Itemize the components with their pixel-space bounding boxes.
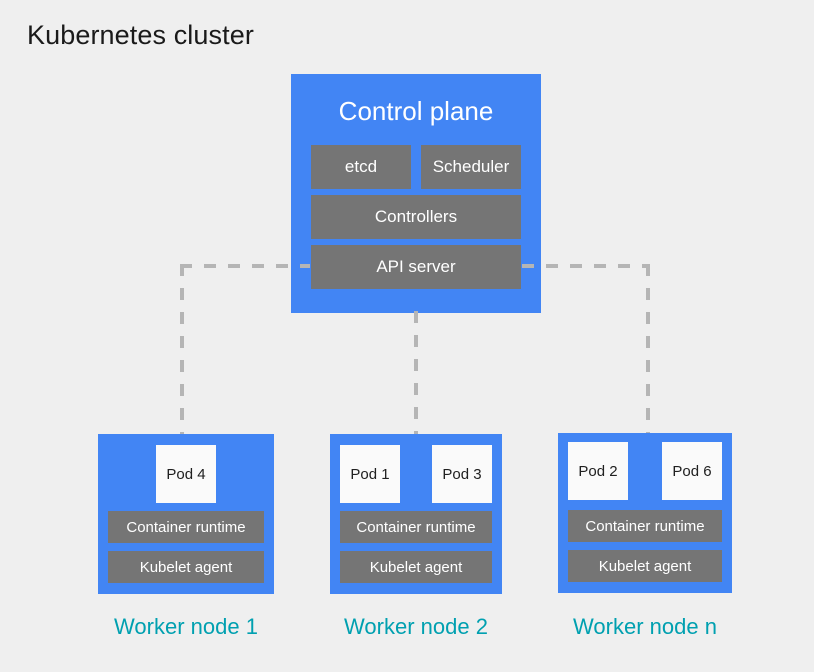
worker-node-1-label: Worker node 1 <box>114 614 258 639</box>
component-api-server: API server <box>311 245 521 289</box>
connector-api-server-to-worker-node-n-vertical <box>646 264 650 436</box>
connector-api-server-to-worker-node-1-horizontal <box>180 264 310 268</box>
worker-node-n-pods: Pod 2 Pod 6 <box>568 442 722 500</box>
pod-2: Pod 2 <box>568 442 628 500</box>
pod-6: Pod 6 <box>662 442 722 500</box>
worker-node-n-box: Pod 2 Pod 6 Container runtime Kubelet ag… <box>558 433 732 593</box>
connector-api-server-to-worker-node-n-horizontal <box>522 264 650 268</box>
worker-node-1-box: Pod 4 Container runtime Kubelet agent <box>98 434 274 594</box>
worker-node-n-kubelet-agent: Kubelet agent <box>568 550 722 582</box>
component-etcd: etcd <box>311 145 411 189</box>
control-plane-row-2: Controllers <box>311 195 521 239</box>
pod-3: Pod 3 <box>432 445 492 503</box>
connector-api-server-to-worker-node-2-vertical <box>414 311 418 436</box>
control-plane-row-3: API server <box>311 245 521 289</box>
component-controllers: Controllers <box>311 195 521 239</box>
worker-node-2-components: Container runtime Kubelet agent <box>340 511 492 583</box>
connector-api-server-to-worker-node-1-vertical <box>180 264 184 436</box>
worker-node-1-kubelet-agent: Kubelet agent <box>108 551 264 583</box>
worker-node-2-label: Worker node 2 <box>344 614 488 639</box>
worker-node-1-components: Container runtime Kubelet agent <box>108 511 264 583</box>
worker-node-n-container-runtime: Container runtime <box>568 510 722 542</box>
worker-node-2-container-runtime: Container runtime <box>340 511 492 543</box>
worker-node-1-container-runtime: Container runtime <box>108 511 264 543</box>
worker-node-n-label: Worker node n <box>573 614 717 639</box>
worker-node-2-pods: Pod 1 Pod 3 <box>340 445 492 503</box>
worker-node-2-kubelet-agent: Kubelet agent <box>340 551 492 583</box>
worker-node-n-components: Container runtime Kubelet agent <box>568 510 722 582</box>
pod-1: Pod 1 <box>340 445 400 503</box>
page-title: Kubernetes cluster <box>27 20 254 50</box>
component-scheduler: Scheduler <box>421 145 521 189</box>
control-plane-box: Control plane etcd Scheduler Controllers… <box>291 74 541 313</box>
worker-node-1-pods: Pod 4 <box>108 445 264 503</box>
control-plane-title: Control plane <box>338 96 494 126</box>
control-plane-row-1: etcd Scheduler <box>311 145 521 189</box>
pod-4: Pod 4 <box>156 445 216 503</box>
worker-node-2-box: Pod 1 Pod 3 Container runtime Kubelet ag… <box>330 434 502 594</box>
